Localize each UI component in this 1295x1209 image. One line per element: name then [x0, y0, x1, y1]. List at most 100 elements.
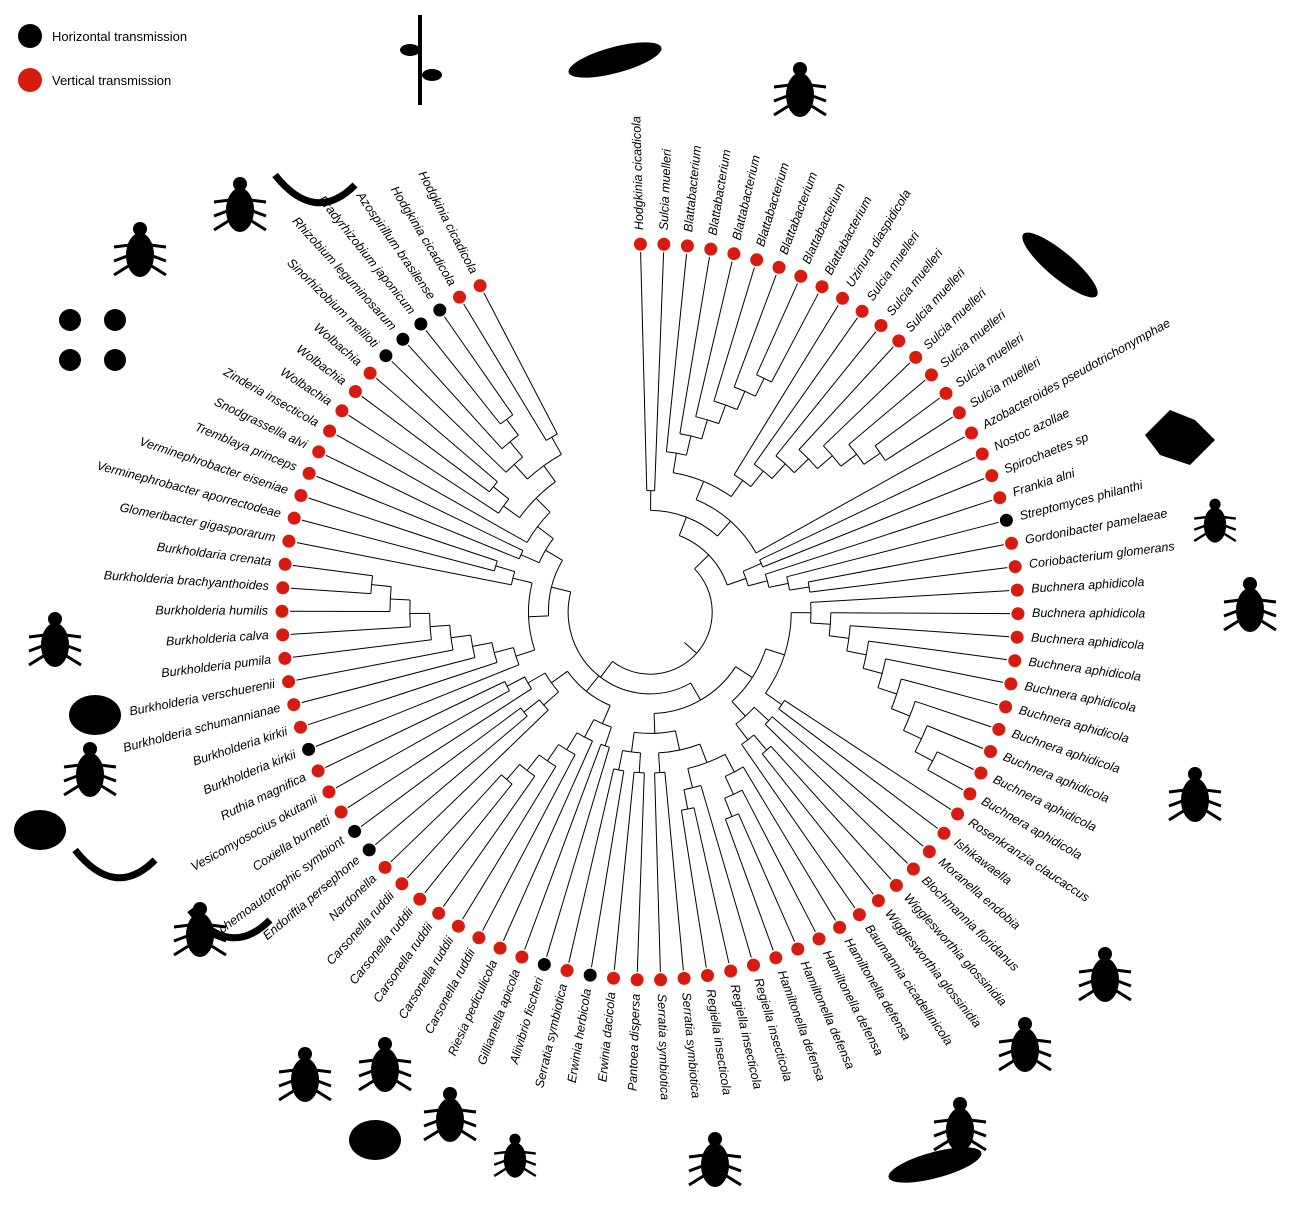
bug-head — [1243, 577, 1257, 591]
bug-leg — [424, 1130, 440, 1140]
bug-body — [1236, 588, 1264, 632]
weevil-icon — [29, 612, 81, 667]
branch-line — [760, 457, 976, 560]
tip-label: Pantoea dispersa — [625, 993, 642, 1091]
branch-line — [473, 643, 492, 647]
branch-line — [614, 772, 634, 970]
branch-line — [527, 755, 539, 771]
branch-line — [743, 563, 761, 571]
tip-label: Buchnera aphidicola — [1031, 575, 1145, 596]
bug-leg — [1224, 600, 1240, 602]
tip-label: Coriobacterium glomerans — [1028, 539, 1175, 571]
bug-leg — [1205, 790, 1221, 792]
branch-line — [864, 453, 880, 464]
branch-line — [336, 691, 510, 788]
bug-leg — [279, 1070, 295, 1072]
legend-label-vertical: Vertical transmission — [52, 73, 171, 88]
tip-dot-vertical — [395, 877, 408, 890]
branch-line — [776, 332, 876, 456]
branch-line — [700, 744, 707, 763]
bug-leg — [1079, 970, 1095, 972]
branch-line — [546, 550, 563, 560]
tip-dot-vertical — [992, 723, 1005, 736]
tsetse-fly-icon — [934, 1097, 986, 1152]
branch-line — [772, 464, 785, 479]
shape — [75, 850, 155, 878]
tip-dot-vertical — [294, 489, 307, 502]
legend-item-vertical: Vertical transmission — [18, 66, 187, 94]
branch-line — [601, 661, 613, 677]
clam-icon — [69, 695, 121, 735]
branch-line — [297, 650, 454, 680]
tree-branches — [290, 252, 1010, 972]
bug-body — [1091, 958, 1119, 1002]
bug-body — [504, 1142, 526, 1177]
tip-dot-vertical — [474, 279, 487, 292]
branch-line — [863, 668, 882, 673]
branch-line — [757, 284, 798, 375]
leaf — [422, 69, 442, 81]
bug-leg — [150, 245, 166, 247]
branch-line — [484, 293, 558, 434]
tip-dot-vertical — [747, 959, 760, 972]
bug-leg — [523, 1152, 536, 1154]
tip-dot-vertical — [701, 969, 714, 982]
branch-line — [552, 437, 562, 454]
psyllid-icon — [174, 902, 226, 957]
branch-line — [587, 676, 599, 692]
bug-head — [443, 1087, 457, 1101]
tip-dot-vertical — [833, 921, 846, 934]
termite-gut-protist-icon — [1145, 410, 1215, 465]
branch-line — [430, 625, 450, 626]
tip-dot-vertical — [750, 253, 763, 266]
tip-label: Regiella insecticola — [703, 988, 734, 1096]
branch-line — [702, 420, 708, 439]
root-branch — [684, 643, 696, 654]
tip-label: Blattabacterium — [681, 145, 704, 233]
bug-leg — [29, 655, 45, 665]
branch-line — [291, 627, 411, 635]
branch-line — [886, 659, 1004, 683]
branch-line — [544, 692, 559, 705]
tip-label: Erwinia dacicola — [595, 991, 618, 1082]
bug-leg — [1115, 970, 1131, 972]
tip-dot-horizontal — [1000, 514, 1013, 527]
shape — [565, 35, 664, 85]
branch-line — [524, 700, 540, 712]
branch-line — [688, 769, 693, 788]
shape — [1015, 224, 1105, 306]
tip-dot-vertical — [432, 907, 445, 920]
bug-leg — [214, 220, 230, 230]
bug-leg — [100, 765, 116, 767]
bug-leg — [774, 105, 790, 115]
spore — [59, 349, 81, 371]
bug-head — [953, 1097, 967, 1111]
branch-line — [829, 636, 849, 639]
tip-dot-vertical — [323, 425, 336, 438]
tip-dot-vertical — [1012, 607, 1025, 620]
branch-line — [878, 688, 897, 694]
branch-line — [817, 456, 832, 469]
branch-line — [297, 543, 512, 585]
bug-body — [371, 1048, 399, 1092]
tip-dot-vertical — [472, 931, 485, 944]
branch-arc — [568, 592, 691, 694]
tip-dot-vertical — [976, 448, 989, 461]
branch-line — [325, 682, 505, 768]
branch-line — [772, 294, 819, 382]
bug-body — [1011, 1028, 1039, 1072]
bug-body — [126, 233, 154, 277]
branch-line — [787, 522, 999, 577]
leafhopper-icon — [565, 35, 664, 85]
branch-line — [496, 566, 515, 572]
bumblebee-icon — [114, 222, 166, 277]
branch-line — [585, 720, 594, 738]
spore — [104, 309, 126, 331]
bug-leg — [214, 200, 230, 202]
branch-line — [514, 464, 527, 479]
branch-line — [503, 741, 592, 941]
bug-leg — [395, 1060, 411, 1062]
bug-leg — [315, 1090, 331, 1100]
branch-line — [551, 671, 567, 683]
